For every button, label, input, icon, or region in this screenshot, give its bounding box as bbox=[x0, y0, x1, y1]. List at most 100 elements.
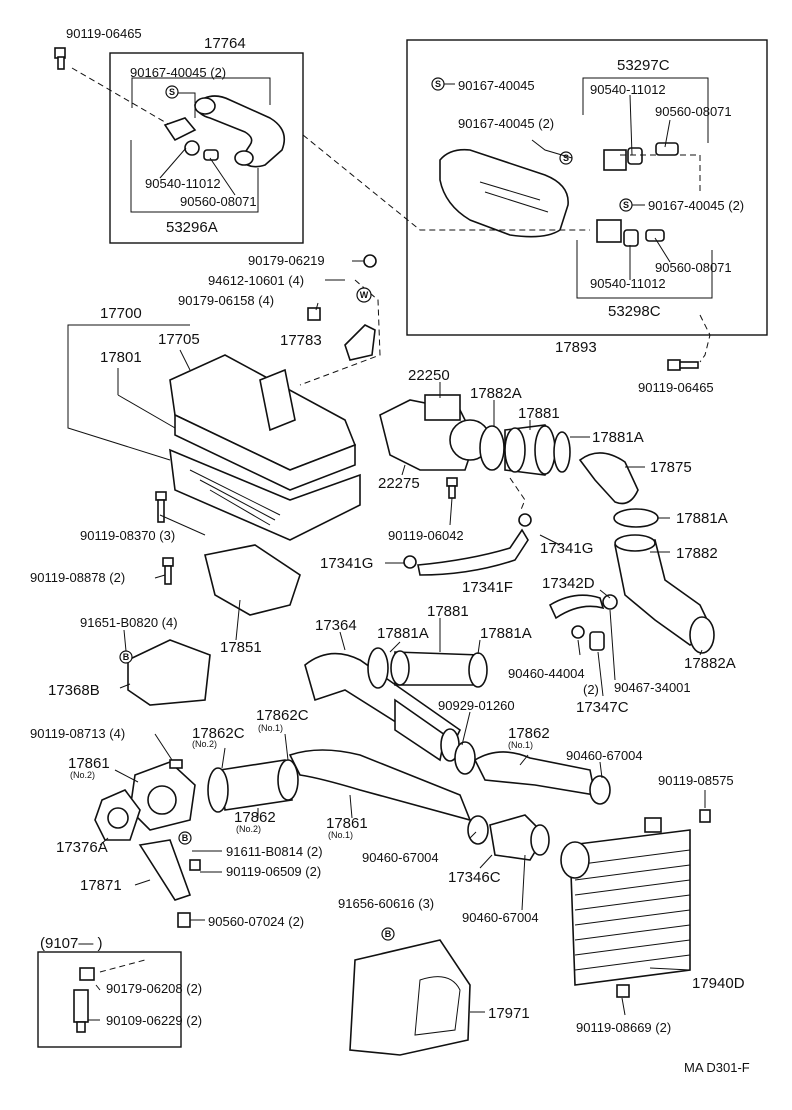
label-17861-l-sub: (No.2) bbox=[70, 770, 95, 780]
hose-17346C bbox=[467, 814, 550, 861]
dash-6 bbox=[509, 477, 526, 513]
label-22275: 22275 bbox=[378, 475, 420, 492]
label-17705: 17705 bbox=[158, 331, 200, 348]
label-17881A-mid1: 17881A bbox=[377, 625, 429, 642]
label-range-9107: (9107— ) bbox=[40, 935, 103, 952]
label-91656-60616: 91656-60616 (3) bbox=[338, 896, 434, 911]
label-17940D: 17940D bbox=[692, 975, 745, 992]
label-17851: 17851 bbox=[220, 639, 262, 656]
label-90540-11012-a: 90540-11012 bbox=[145, 176, 221, 191]
label-17376A: 17376A bbox=[56, 839, 108, 856]
gasket-17376A bbox=[94, 789, 141, 841]
label-90560-08071-b: 90560-08071 bbox=[655, 104, 732, 119]
label-90179-06219: 90179-06219 bbox=[248, 253, 325, 268]
symbol-b-3: B bbox=[381, 927, 395, 941]
bracket-17700 bbox=[67, 324, 190, 461]
label-90540-11012-b: 90540-11012 bbox=[590, 82, 666, 97]
label-17341F: 17341F bbox=[462, 579, 513, 596]
label-17364: 17364 bbox=[315, 617, 357, 634]
label-17862C-a: 17862C bbox=[192, 725, 245, 742]
pipe-17861-no2 bbox=[129, 761, 196, 831]
label-90167-40045-2a: 90167-40045 (2) bbox=[130, 65, 226, 80]
label-90167-40045-2d: 90167-40045 (2) bbox=[648, 198, 744, 213]
label-17862-m-sub: (No.2) bbox=[236, 824, 261, 834]
label-17861-l: 17861 bbox=[68, 755, 110, 772]
label-17875: 17875 bbox=[650, 459, 692, 476]
svg-text:S: S bbox=[169, 87, 175, 97]
label-90460-67004-a: 90460-67004 bbox=[566, 748, 643, 763]
pipe-17364 bbox=[304, 652, 462, 762]
svg-text:B: B bbox=[123, 652, 130, 662]
leader-17705 bbox=[179, 349, 191, 371]
symbol-s-1: S bbox=[165, 85, 179, 99]
label-90560-07024: 90560-07024 (2) bbox=[208, 914, 304, 929]
bolt-90119-08575 bbox=[699, 809, 711, 823]
clip-90179-06219 bbox=[363, 254, 377, 268]
dash-2 bbox=[302, 134, 590, 231]
dash-1 bbox=[71, 67, 171, 126]
label-90540-11012-c: 90540-11012 bbox=[590, 276, 666, 291]
svg-text:S: S bbox=[563, 153, 569, 163]
svg-text:B: B bbox=[385, 929, 392, 939]
dash-7 bbox=[99, 959, 146, 973]
bracket-53297C bbox=[582, 77, 709, 143]
label-17893: 17893 bbox=[555, 339, 597, 356]
bolt-90119-06509 bbox=[189, 859, 201, 871]
bolt-90119-08878 bbox=[162, 557, 174, 585]
label-90119-06465-b: 90119-06465 bbox=[638, 380, 714, 395]
label-91651-B0820: 91651-B0820 (4) bbox=[80, 615, 178, 630]
label-17862C-b: 17862C bbox=[256, 707, 309, 724]
bracket-17764 bbox=[131, 77, 271, 108]
bracket-53296A bbox=[130, 140, 259, 213]
label-90167-40045-b: 90167-40045 bbox=[458, 78, 535, 93]
bolt-90119-08370 bbox=[155, 491, 167, 523]
label-90119-06042: 90119-06042 bbox=[388, 528, 464, 543]
dash-4 bbox=[699, 314, 711, 363]
label-17871: 17871 bbox=[80, 877, 122, 894]
dash-3 bbox=[620, 154, 701, 195]
label-17881A-mid2: 17881A bbox=[480, 625, 532, 642]
clip-90560-07024 bbox=[177, 912, 191, 928]
label-90460-67004-c: 90460-67004 bbox=[462, 910, 539, 925]
hose-17341F bbox=[403, 513, 532, 576]
bolt-90119-08669 bbox=[616, 984, 630, 998]
box-9107 bbox=[37, 951, 182, 1048]
symbol-s-3: S bbox=[559, 151, 573, 165]
label-17882A-top: 17882A bbox=[470, 385, 522, 402]
svg-text:S: S bbox=[623, 200, 629, 210]
label-90460-67004-b: 90460-67004 bbox=[362, 850, 439, 865]
label-17861-m-sub: (No.1) bbox=[328, 830, 353, 840]
air-hose-17764 bbox=[163, 95, 286, 168]
bracket-17851 bbox=[204, 544, 301, 616]
symbol-b-2: B bbox=[178, 831, 192, 845]
label-90119-06509: 90119-06509 (2) bbox=[226, 864, 321, 879]
label-17862C-a-sub: (No.2) bbox=[192, 739, 217, 749]
label-90119-08669: 90119-08669 (2) bbox=[576, 1020, 671, 1035]
label-17368B: 17368B bbox=[48, 682, 100, 699]
label-90460-44004-qty: (2) bbox=[583, 682, 599, 697]
label-22250: 22250 bbox=[408, 367, 450, 384]
bolt-90119-06465-b bbox=[667, 359, 699, 371]
label-17862-m: 17862 bbox=[234, 809, 276, 826]
label-90929-01260: 90929-01260 bbox=[438, 698, 515, 713]
label-17881-top: 17881 bbox=[518, 405, 560, 422]
label-17882A-r: 17882A bbox=[684, 655, 736, 672]
bracket-17368B bbox=[127, 639, 211, 706]
hose-17862-no2 bbox=[207, 759, 299, 813]
leader-lines bbox=[88, 83, 706, 1021]
bolt-90119-06465-top bbox=[54, 47, 66, 70]
label-90119-08878: 90119-08878 (2) bbox=[30, 570, 125, 585]
air-cleaner-assy-17700 bbox=[169, 354, 361, 541]
label-90119-08370: 90119-08370 (3) bbox=[80, 528, 175, 543]
label-17881A-top: 17881A bbox=[592, 429, 644, 446]
box-17764 bbox=[109, 52, 304, 244]
label-17341G-r: 17341G bbox=[540, 540, 593, 557]
pipe-17882 bbox=[614, 534, 715, 654]
hose-17875 bbox=[578, 452, 639, 505]
label-17881A-r: 17881A bbox=[676, 510, 728, 527]
label-17862-r: 17862 bbox=[508, 725, 550, 742]
label-90119-06465-top: 90119-06465 bbox=[66, 26, 142, 41]
label-94612-10601: 94612-10601 (4) bbox=[208, 273, 304, 288]
pipe-17861-no1 bbox=[288, 749, 472, 822]
